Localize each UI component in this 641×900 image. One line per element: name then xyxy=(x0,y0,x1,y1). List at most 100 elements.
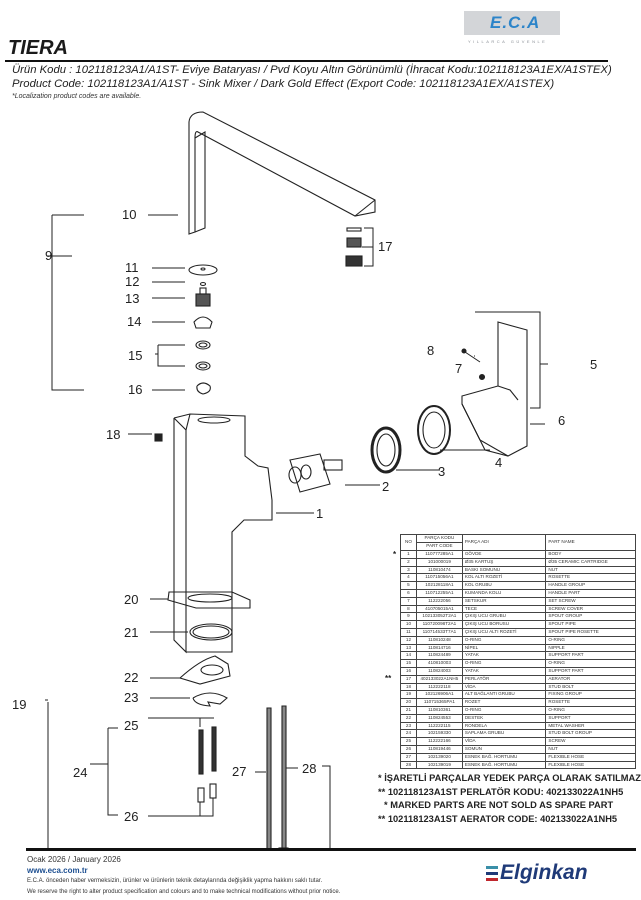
callout-1: 1 xyxy=(316,506,323,521)
cell-part-code: 112222115 xyxy=(415,721,463,731)
callout-5: 5 xyxy=(590,357,597,372)
cell-part-name-en: NUT xyxy=(545,744,636,754)
cell-part-name-tr: ESNEK BAĞ. HORTUMU xyxy=(461,760,547,770)
cell-part-name-en: STUD BOLT xyxy=(545,682,636,692)
cell-part-code: 110810474 xyxy=(415,565,463,575)
cell-part-name-tr: VİDA xyxy=(461,682,547,692)
footer-disclaimer-tr: E.C.A. önceden haber vermeksizin, ürünle… xyxy=(27,878,323,884)
cell-part-code: 410810003 xyxy=(415,659,463,668)
elginkan-stripe xyxy=(486,865,498,869)
cell-part-code: 402133022A1NH5 xyxy=(415,674,463,684)
cell-part-name-en: HANDLE GROUP xyxy=(545,581,636,590)
eca-logo-tagline: YILLARCA GÜVENLE xyxy=(468,39,548,44)
cell-part-code: 110824489 xyxy=(415,651,463,661)
cell-part-name-tr: BASKI SOMUNU xyxy=(461,565,547,575)
cell-part-code: 101000019 xyxy=(415,557,463,567)
cell-no: 13 xyxy=(400,643,417,653)
cell-part-name-tr: NİPEL xyxy=(461,643,547,653)
cell-part-name-en: FLEXIBLE HOSE xyxy=(545,752,636,762)
cell-part-name-tr: SAPLAMA GRUBU xyxy=(461,729,547,739)
cell-no: 21 xyxy=(400,705,417,715)
exploded-diagram: 1 2 3 4 5 6 7 8 9 10 11 12 13 14 15 16 1… xyxy=(12,111,597,850)
footer-website-link[interactable]: www.eca.com.tr xyxy=(27,866,88,875)
callout-16: 16 xyxy=(128,382,142,397)
cell-part-code: 110824553 xyxy=(415,713,463,723)
cell-no: 10 xyxy=(400,620,417,629)
footer-date: Ocak 2026 / January 2026 xyxy=(27,855,121,864)
leader-lines xyxy=(45,214,548,850)
cell-part-name-tr: ALT BAĞLANTI GRUBU xyxy=(461,690,547,700)
cell-part-name-en: SPOUT GROUP xyxy=(545,612,636,622)
cell-part-code: 102159330 xyxy=(415,729,463,739)
cell-part-name-en: METAL WASHER xyxy=(545,721,636,731)
cell-part-name-en: Ø35 CERAMIC CARTRIDGE xyxy=(545,557,636,567)
cell-no: 15 xyxy=(400,659,417,668)
cell-part-name-tr: ÇIKIŞ UCU ALTI ROZETİ xyxy=(461,627,547,637)
eca-logo-box xyxy=(464,11,560,35)
cell-no: 19 xyxy=(400,690,417,700)
cell-part-name-tr: SOMUN xyxy=(461,744,547,754)
cell-part-code: 110810248 xyxy=(415,635,463,645)
cell-part-name-en: NIPPLE xyxy=(545,643,636,653)
note-aerator-en: ** 102118123A1ST AERATOR CODE: 402133022… xyxy=(378,813,618,824)
cell-part-name-tr: Ø35 KARTUŞ xyxy=(461,557,547,567)
cell-part-code: 110824003 xyxy=(415,666,463,676)
row-marker: ** xyxy=(385,674,392,684)
body-drawing xyxy=(173,417,187,654)
cell-part-name-en: FLEXIBLE HOSE xyxy=(545,760,636,770)
cell-no: 12 xyxy=(400,635,417,645)
product-title: TIERA xyxy=(8,37,68,59)
cell-part-name-tr: YATAK xyxy=(461,651,547,661)
cell-part-name-tr: KOL GRUBU xyxy=(461,581,547,590)
handle-drawing xyxy=(461,321,528,457)
cell-part-name-tr: KOL ALTI ROZETİ xyxy=(461,573,547,583)
row-marker: * xyxy=(393,549,397,559)
cell-part-code: 110712255A1 xyxy=(415,588,463,598)
eca-logo: E.C.A YILLARCA GÜVENLE xyxy=(464,11,564,49)
cell-no: 22 xyxy=(400,713,417,723)
cell-no: 25 xyxy=(400,737,417,746)
cell-part-name-en: O-RING xyxy=(545,635,636,645)
cell-part-name-tr: TECE xyxy=(461,604,547,614)
footer-disclaimer-en: We reserve the right to alter product sp… xyxy=(27,889,341,895)
cell-part-code: 110720098T2A1 xyxy=(415,620,463,629)
callout-12: 12 xyxy=(125,274,139,289)
callout-18: 18 xyxy=(106,427,120,442)
header-divider xyxy=(5,60,608,62)
callout-28: 28 xyxy=(302,761,316,776)
cell-part-code: 102133052T2A1 xyxy=(415,612,463,622)
cell-part-name-en: SPOUT PIPE ROSETTE xyxy=(545,627,636,637)
elginkan-logo: Elginkan xyxy=(486,858,588,888)
callout-22: 22 xyxy=(124,670,138,685)
cell-part-code: 110715056A1 xyxy=(415,573,463,583)
col-header-code-en: PART CODE xyxy=(415,542,463,551)
cell-no: 4 xyxy=(400,573,417,583)
callout-11: 11 xyxy=(125,260,139,275)
col-header-code-tr: PARÇA KODU xyxy=(415,534,463,543)
cell-part-name-en: O-RING xyxy=(545,659,636,668)
cartridge-drawing xyxy=(289,453,331,493)
cell-part-name-en: SCREW xyxy=(545,737,636,746)
cell-part-name-en: O-RING xyxy=(545,705,636,715)
cell-part-name-tr: RONDELA xyxy=(461,721,547,731)
cell-part-name-en: SUPPORT PART xyxy=(545,651,636,661)
table-header-row-2: PART CODE xyxy=(401,542,636,551)
cell-part-code: 110819446 xyxy=(415,744,463,754)
cell-part-name-tr: ÇIKIŞ UCU GRUBU xyxy=(461,612,547,622)
callout-23: 23 xyxy=(124,690,138,705)
cell-part-name-en: SPOUT PIPE xyxy=(545,620,636,629)
cell-part-code: 112222118 xyxy=(415,682,463,692)
